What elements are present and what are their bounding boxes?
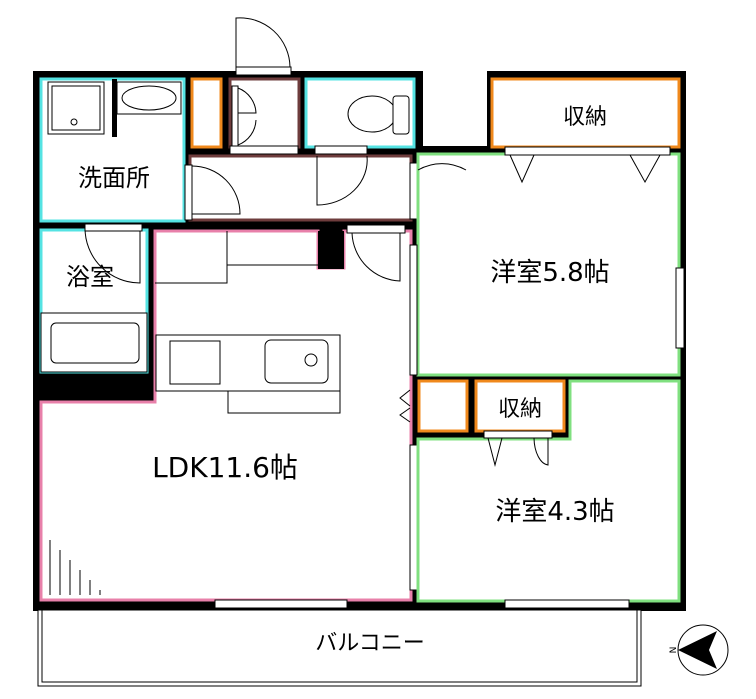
storage-middle-label: 収納 [498,397,542,422]
stove [169,340,221,385]
washroom-door[interactable] [191,165,241,215]
western-room-4-3: 洋室4.3帖 [416,379,681,609]
bathroom: 浴室 [39,223,149,374]
storage-middle: 収納 [474,379,566,433]
hallway [184,154,418,222]
shoe-cabinet-doors[interactable] [237,87,257,146]
bathroom-door[interactable] [84,227,141,284]
storage-folding-doors[interactable] [509,154,661,184]
toilet-room [304,77,416,155]
window [675,267,685,349]
western-room-5-8: 洋室5.8帖 [416,146,685,377]
bathroom-label: 浴室 [66,263,114,291]
window [504,599,630,609]
hallway-door[interactable] [351,232,401,282]
toilet-door[interactable] [316,155,368,206]
storage-doors[interactable] [487,437,549,467]
washing-machine-pan [47,81,105,135]
balcony-label: バルコニー [315,631,425,656]
north-compass: N [669,624,729,676]
entrance [228,17,301,155]
sink [264,339,329,384]
front-door[interactable] [235,17,291,68]
window [214,599,348,609]
storage-top: 収納 [490,77,681,149]
ldk-label: LDK11.6帖 [152,451,298,484]
washroom: 洗面所 [39,77,186,223]
hatching [49,540,101,595]
western-room-1-label: 洋室5.8帖 [490,258,609,288]
north-label: N [669,647,679,654]
closet-small [190,77,223,149]
ldk: LDK11.6帖 [39,224,418,609]
western-room-2-label: 洋室4.3帖 [495,497,614,527]
balcony: バルコニー [37,609,642,687]
closet-middle [417,379,469,433]
washroom-label: 洗面所 [78,164,150,192]
storage-top-label: 収納 [563,105,607,130]
washbasin [116,81,182,115]
north-arrow-icon [678,631,717,669]
